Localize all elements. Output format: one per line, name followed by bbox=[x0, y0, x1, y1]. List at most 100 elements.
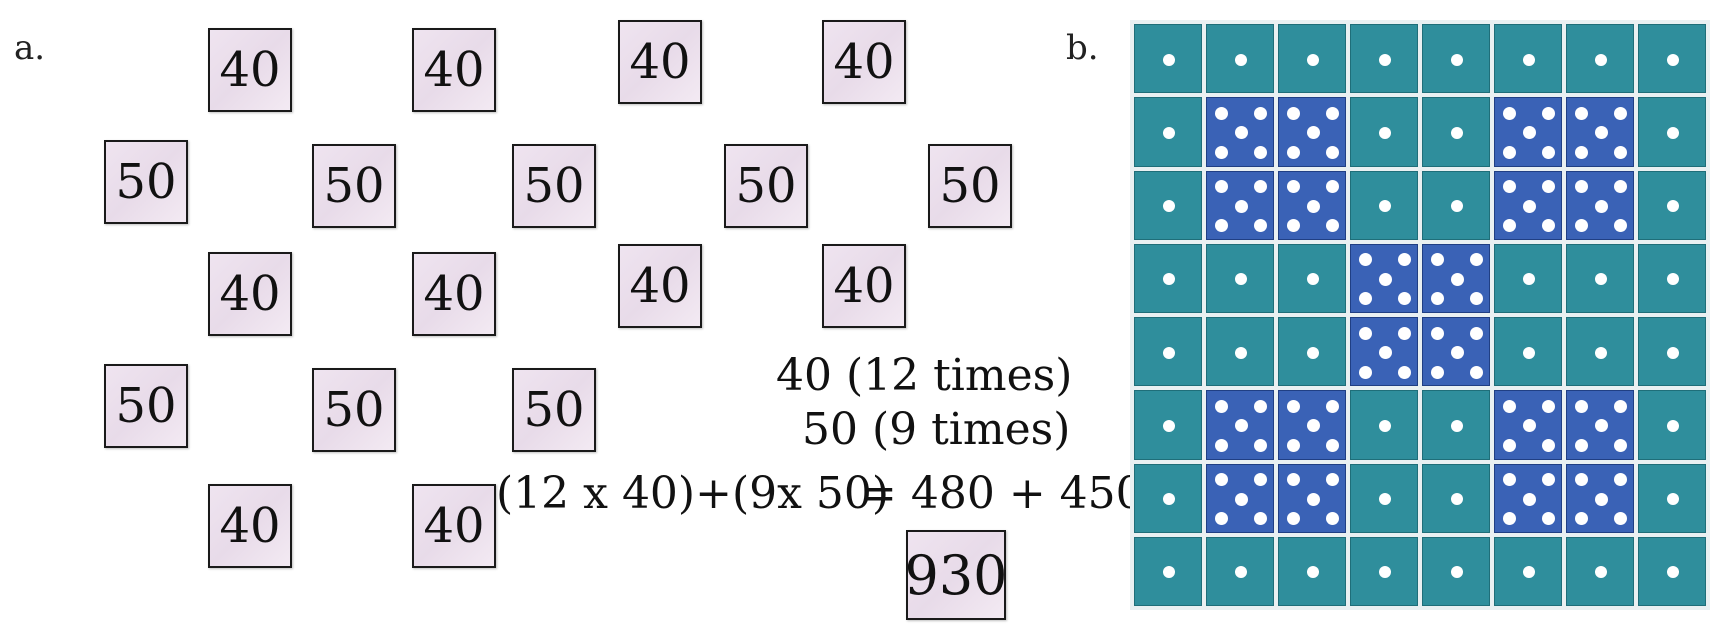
pip-dot bbox=[1307, 273, 1319, 286]
card-50: 50 bbox=[928, 144, 1012, 228]
plain-tile bbox=[1422, 97, 1490, 167]
pip-dot bbox=[1503, 145, 1517, 159]
pip-dot bbox=[1235, 566, 1247, 579]
pip-dot bbox=[1379, 126, 1391, 139]
pip-dot bbox=[1325, 438, 1339, 452]
card-50: 50 bbox=[312, 144, 396, 228]
plain-tile bbox=[1278, 536, 1346, 606]
dice-tile bbox=[1278, 97, 1346, 167]
pip-dot bbox=[1325, 473, 1339, 487]
card-40: 40 bbox=[208, 252, 292, 336]
pip-dot bbox=[1613, 512, 1627, 525]
equation-left-text: (12 x 40)+(9x 50) bbox=[496, 468, 890, 519]
pip-dot bbox=[1667, 493, 1679, 506]
dice-tile bbox=[1566, 97, 1634, 167]
plain-tile bbox=[1494, 243, 1562, 313]
pip-dot bbox=[1667, 566, 1679, 579]
plain-tile bbox=[1350, 463, 1418, 533]
pip-dot bbox=[1287, 438, 1301, 452]
dice-tile bbox=[1494, 390, 1562, 460]
pip-dot bbox=[1287, 180, 1301, 194]
part-b-label: b. bbox=[1066, 28, 1099, 68]
pip-dot bbox=[1451, 493, 1463, 506]
pip-dot bbox=[1379, 200, 1391, 213]
pip-dot bbox=[1235, 346, 1247, 359]
pip-dot bbox=[1325, 106, 1339, 120]
pip-dot bbox=[1306, 492, 1320, 506]
card-50: 50 bbox=[512, 368, 596, 452]
pip-dot bbox=[1306, 199, 1320, 213]
plain-tile bbox=[1350, 170, 1418, 240]
pip-dot bbox=[1451, 419, 1463, 432]
pip-dot bbox=[1163, 200, 1175, 213]
pip-dot bbox=[1215, 145, 1229, 159]
pip-dot bbox=[1431, 253, 1445, 267]
pip-dot bbox=[1575, 180, 1589, 194]
plain-tile bbox=[1566, 243, 1634, 313]
equation-right-text: = 480 + 450 bbox=[860, 468, 1144, 519]
plain-tile bbox=[1134, 463, 1202, 533]
plain-tile bbox=[1422, 463, 1490, 533]
pip-dot bbox=[1253, 219, 1267, 232]
pip-dot bbox=[1397, 292, 1411, 306]
pip-dot bbox=[1523, 346, 1535, 359]
pip-dot bbox=[1431, 292, 1445, 306]
pip-dot bbox=[1575, 106, 1589, 120]
plain-tile bbox=[1638, 24, 1706, 94]
pip-dot bbox=[1253, 512, 1267, 525]
pip-dot bbox=[1541, 145, 1555, 159]
part-a-label: a. bbox=[14, 28, 46, 68]
pip-dot bbox=[1595, 566, 1607, 579]
pip-dot bbox=[1469, 292, 1483, 306]
pip-dot bbox=[1287, 145, 1301, 159]
pip-dot bbox=[1163, 346, 1175, 359]
pip-dot bbox=[1359, 292, 1373, 306]
pip-dot bbox=[1397, 365, 1411, 379]
pip-dot bbox=[1234, 126, 1248, 140]
pip-dot bbox=[1163, 419, 1175, 432]
card-50: 50 bbox=[312, 368, 396, 452]
plain-tile bbox=[1638, 536, 1706, 606]
dice-tile bbox=[1350, 317, 1418, 387]
plain-tile bbox=[1566, 24, 1634, 94]
plain-tile bbox=[1278, 243, 1346, 313]
pip-dot bbox=[1234, 199, 1248, 213]
plain-tile bbox=[1134, 170, 1202, 240]
pip-dot bbox=[1253, 473, 1267, 487]
pip-dot bbox=[1667, 126, 1679, 139]
card-40: 40 bbox=[822, 244, 906, 328]
plain-tile bbox=[1134, 24, 1202, 94]
plain-tile bbox=[1134, 317, 1202, 387]
pip-dot bbox=[1307, 566, 1319, 579]
pip-dot bbox=[1667, 273, 1679, 286]
card-40: 40 bbox=[208, 484, 292, 568]
pip-dot bbox=[1307, 346, 1319, 359]
plain-tile bbox=[1638, 390, 1706, 460]
pip-dot bbox=[1215, 438, 1229, 452]
pip-dot bbox=[1667, 200, 1679, 213]
count-40-text: 40 (12 times) bbox=[776, 350, 1073, 401]
dice-tile bbox=[1566, 463, 1634, 533]
pip-dot bbox=[1253, 145, 1267, 159]
card-40: 40 bbox=[412, 28, 496, 112]
plain-tile bbox=[1638, 317, 1706, 387]
plain-tile bbox=[1638, 170, 1706, 240]
pip-dot bbox=[1287, 512, 1301, 525]
plain-tile bbox=[1422, 536, 1490, 606]
pip-dot bbox=[1575, 512, 1589, 525]
plain-tile bbox=[1566, 317, 1634, 387]
plain-tile bbox=[1134, 390, 1202, 460]
card-40: 40 bbox=[822, 20, 906, 104]
pip-dot bbox=[1522, 126, 1536, 140]
pip-dot bbox=[1594, 492, 1608, 506]
pip-dot bbox=[1595, 346, 1607, 359]
card-40: 40 bbox=[208, 28, 292, 112]
dice-tile bbox=[1278, 170, 1346, 240]
pip-dot bbox=[1307, 53, 1319, 66]
pip-dot bbox=[1503, 399, 1517, 413]
dice-tile bbox=[1494, 97, 1562, 167]
pip-dot bbox=[1613, 438, 1627, 452]
plain-tile bbox=[1638, 243, 1706, 313]
card-40: 40 bbox=[618, 244, 702, 328]
pip-dot bbox=[1306, 126, 1320, 140]
